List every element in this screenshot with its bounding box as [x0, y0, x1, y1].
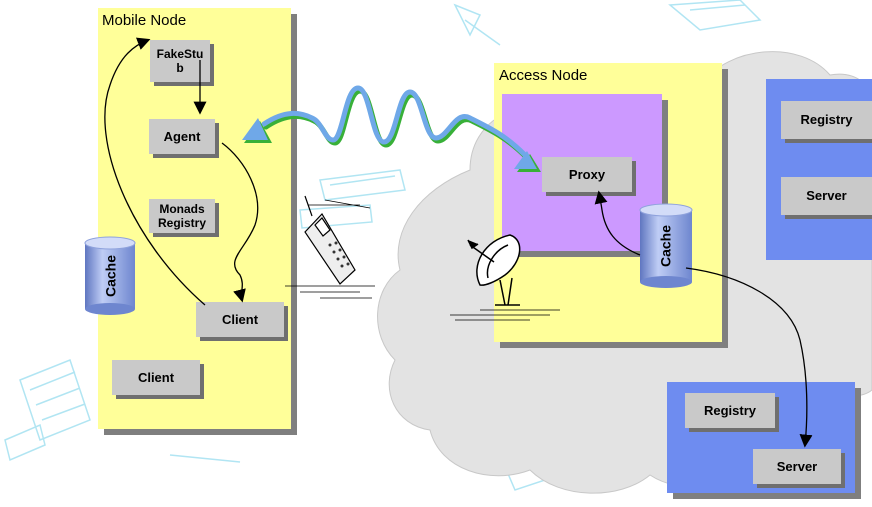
connector-lines: [105, 40, 807, 445]
wireless-wave-icon: [264, 88, 527, 158]
satellite-dish-icon: [450, 235, 560, 320]
cache-to-proxy-arrow: [599, 193, 640, 255]
mobile-cache-label: Cache: [103, 254, 119, 299]
access-cache-label: Cache: [658, 224, 674, 269]
mobile-phone-icon: [285, 196, 375, 298]
agent-to-client-arrow: [222, 143, 258, 300]
antenna-triangle-right: [514, 151, 541, 172]
cache-to-server-arrow: [686, 268, 807, 445]
